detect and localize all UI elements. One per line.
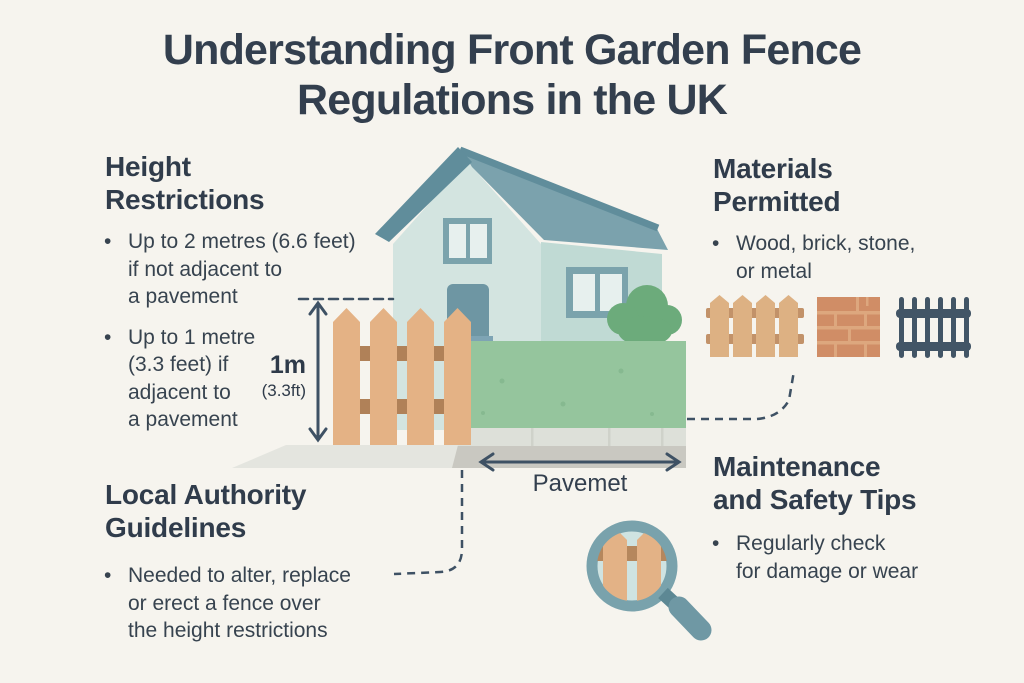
house-roof-ridge [458, 146, 660, 232]
maintenance-heading: Maintenance and Safety Tips [713, 451, 917, 516]
measurement-label: 1m [269, 351, 306, 379]
measurement-sublabel: (3.3ft) [261, 381, 306, 401]
height-restrictions-list: • Up to 2 metres (6.6 feet) if not adjac… [104, 228, 404, 434]
bush-icon [607, 285, 682, 346]
list-item: • Up to 1 metre (3.3 feet) if adjacent t… [104, 324, 404, 434]
measure-arrow-icon [297, 297, 395, 443]
bullet-dot: • [712, 532, 720, 555]
wood-fence-icon [706, 295, 804, 357]
materials-permitted-heading: Materials Permitted [713, 153, 841, 218]
list-item: • Up to 2 metres (6.6 feet) if not adjac… [104, 228, 404, 311]
window-icon [443, 218, 492, 264]
bullet-text: Wood, brick, stone, or metal [736, 232, 916, 283]
measurement-label-group: 1m (3.3ft) [226, 352, 306, 401]
list-item: • Regularly check for damage or wear [712, 530, 992, 585]
bullet-text: Up to 2 metres (6.6 feet) if not adjacen… [128, 230, 356, 308]
maintenance-list: • Regularly check for damage or wear [712, 530, 992, 585]
materials-connector-dashed [687, 370, 796, 421]
bullet-dot: • [104, 325, 112, 349]
brick-wall-icon [817, 297, 880, 357]
bullet-text: Needed to alter, replace or erect a fenc… [128, 564, 351, 642]
local-authority-connector-dashed [393, 470, 464, 576]
house-gable-roof [375, 147, 472, 242]
list-item: • Wood, brick, stone, or metal [712, 230, 992, 285]
bullet-text: Regularly check for damage or wear [736, 532, 919, 583]
hedge-icon [458, 341, 686, 429]
magnifier-fence-icon [586, 520, 712, 641]
metal-fence-icon [896, 297, 971, 358]
bullet-text: Up to 1 metre (3.3 feet) if adjacent to … [128, 325, 256, 432]
bullet-dot: • [104, 230, 112, 253]
pavement-label: Pavemet [532, 470, 628, 497]
infographic-title: Understanding Front Garden Fence Regulat… [162, 26, 862, 124]
local-authority-list: • Needed to alter, replace or erect a fe… [104, 562, 414, 645]
pavement-arrow-icon [478, 452, 682, 472]
bullet-dot: • [712, 232, 720, 255]
local-authority-heading: Local Authority Guidelines [105, 479, 307, 544]
materials-permitted-list: • Wood, brick, stone, or metal [712, 230, 992, 285]
height-restrictions-heading: Height Restrictions [105, 151, 265, 216]
bullet-dot: • [104, 564, 112, 587]
list-item: • Needed to alter, replace or erect a fe… [104, 562, 414, 645]
picket-fence-icon [333, 308, 471, 445]
